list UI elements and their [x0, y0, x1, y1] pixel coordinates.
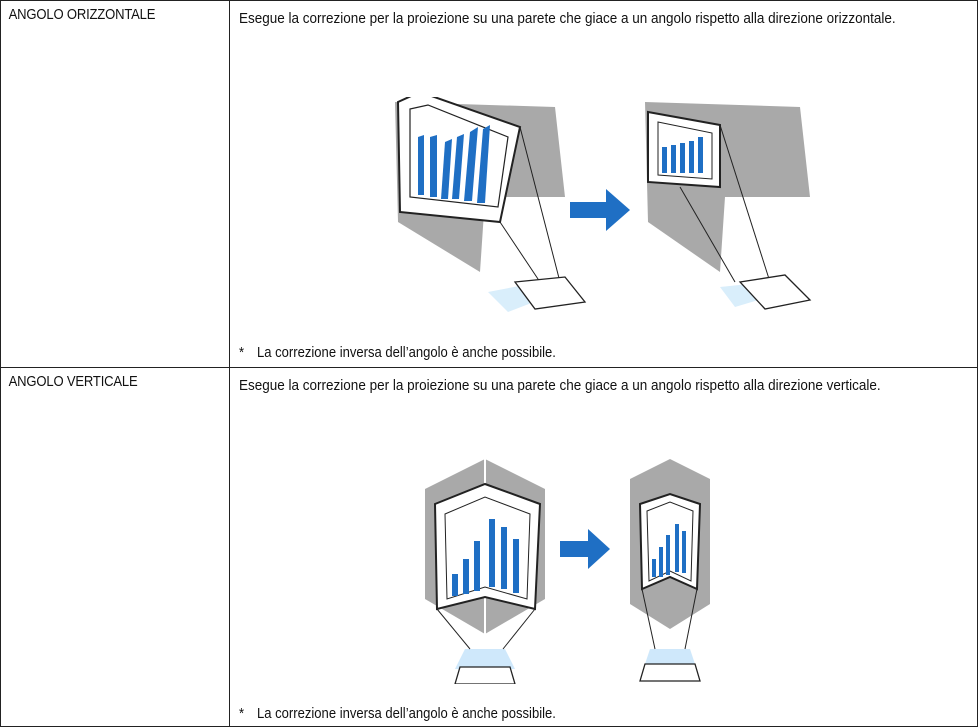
- arrow-icon: [560, 529, 610, 569]
- note-marker: *: [239, 345, 245, 361]
- table-row-horizontal: ANGOLO ORIZZONTALE Esegue la correzione …: [0, 0, 978, 368]
- description-horizontal: Esegue la correzione per la proiezione s…: [239, 10, 896, 27]
- table-row-vertical: ANGOLO VERTICALE Esegue la correzione pe…: [0, 367, 978, 727]
- before-correction-diagram: [425, 459, 545, 684]
- term-vertical-angle: ANGOLO VERTICALE: [0, 367, 208, 727]
- note-horizontal: * La correzione inversa dell’angolo è anc…: [239, 345, 556, 361]
- description-cell-horizontal: Esegue la correzione per la proiezione s…: [229, 0, 978, 368]
- term-horizontal-angle: ANGOLO ORIZZONTALE: [0, 0, 208, 368]
- note-marker: *: [239, 706, 245, 722]
- horizontal-angle-illustration: [395, 97, 812, 312]
- after-correction-diagram: [630, 459, 710, 682]
- after-correction-diagram: [645, 102, 812, 310]
- before-correction-diagram: [395, 97, 587, 312]
- vertical-angle-illustration: [425, 459, 710, 684]
- arrow-icon: [570, 189, 630, 231]
- note-vertical: * La correzione inversa dell’angolo è anc…: [239, 706, 556, 722]
- description-cell-vertical: Esegue la correzione per la proiezione s…: [229, 367, 978, 727]
- description-vertical: Esegue la correzione per la proiezione s…: [239, 377, 881, 394]
- note-text: La correzione inversa dell’angolo è anch…: [257, 706, 556, 722]
- note-text: La correzione inversa dell’angolo è anch…: [257, 345, 556, 361]
